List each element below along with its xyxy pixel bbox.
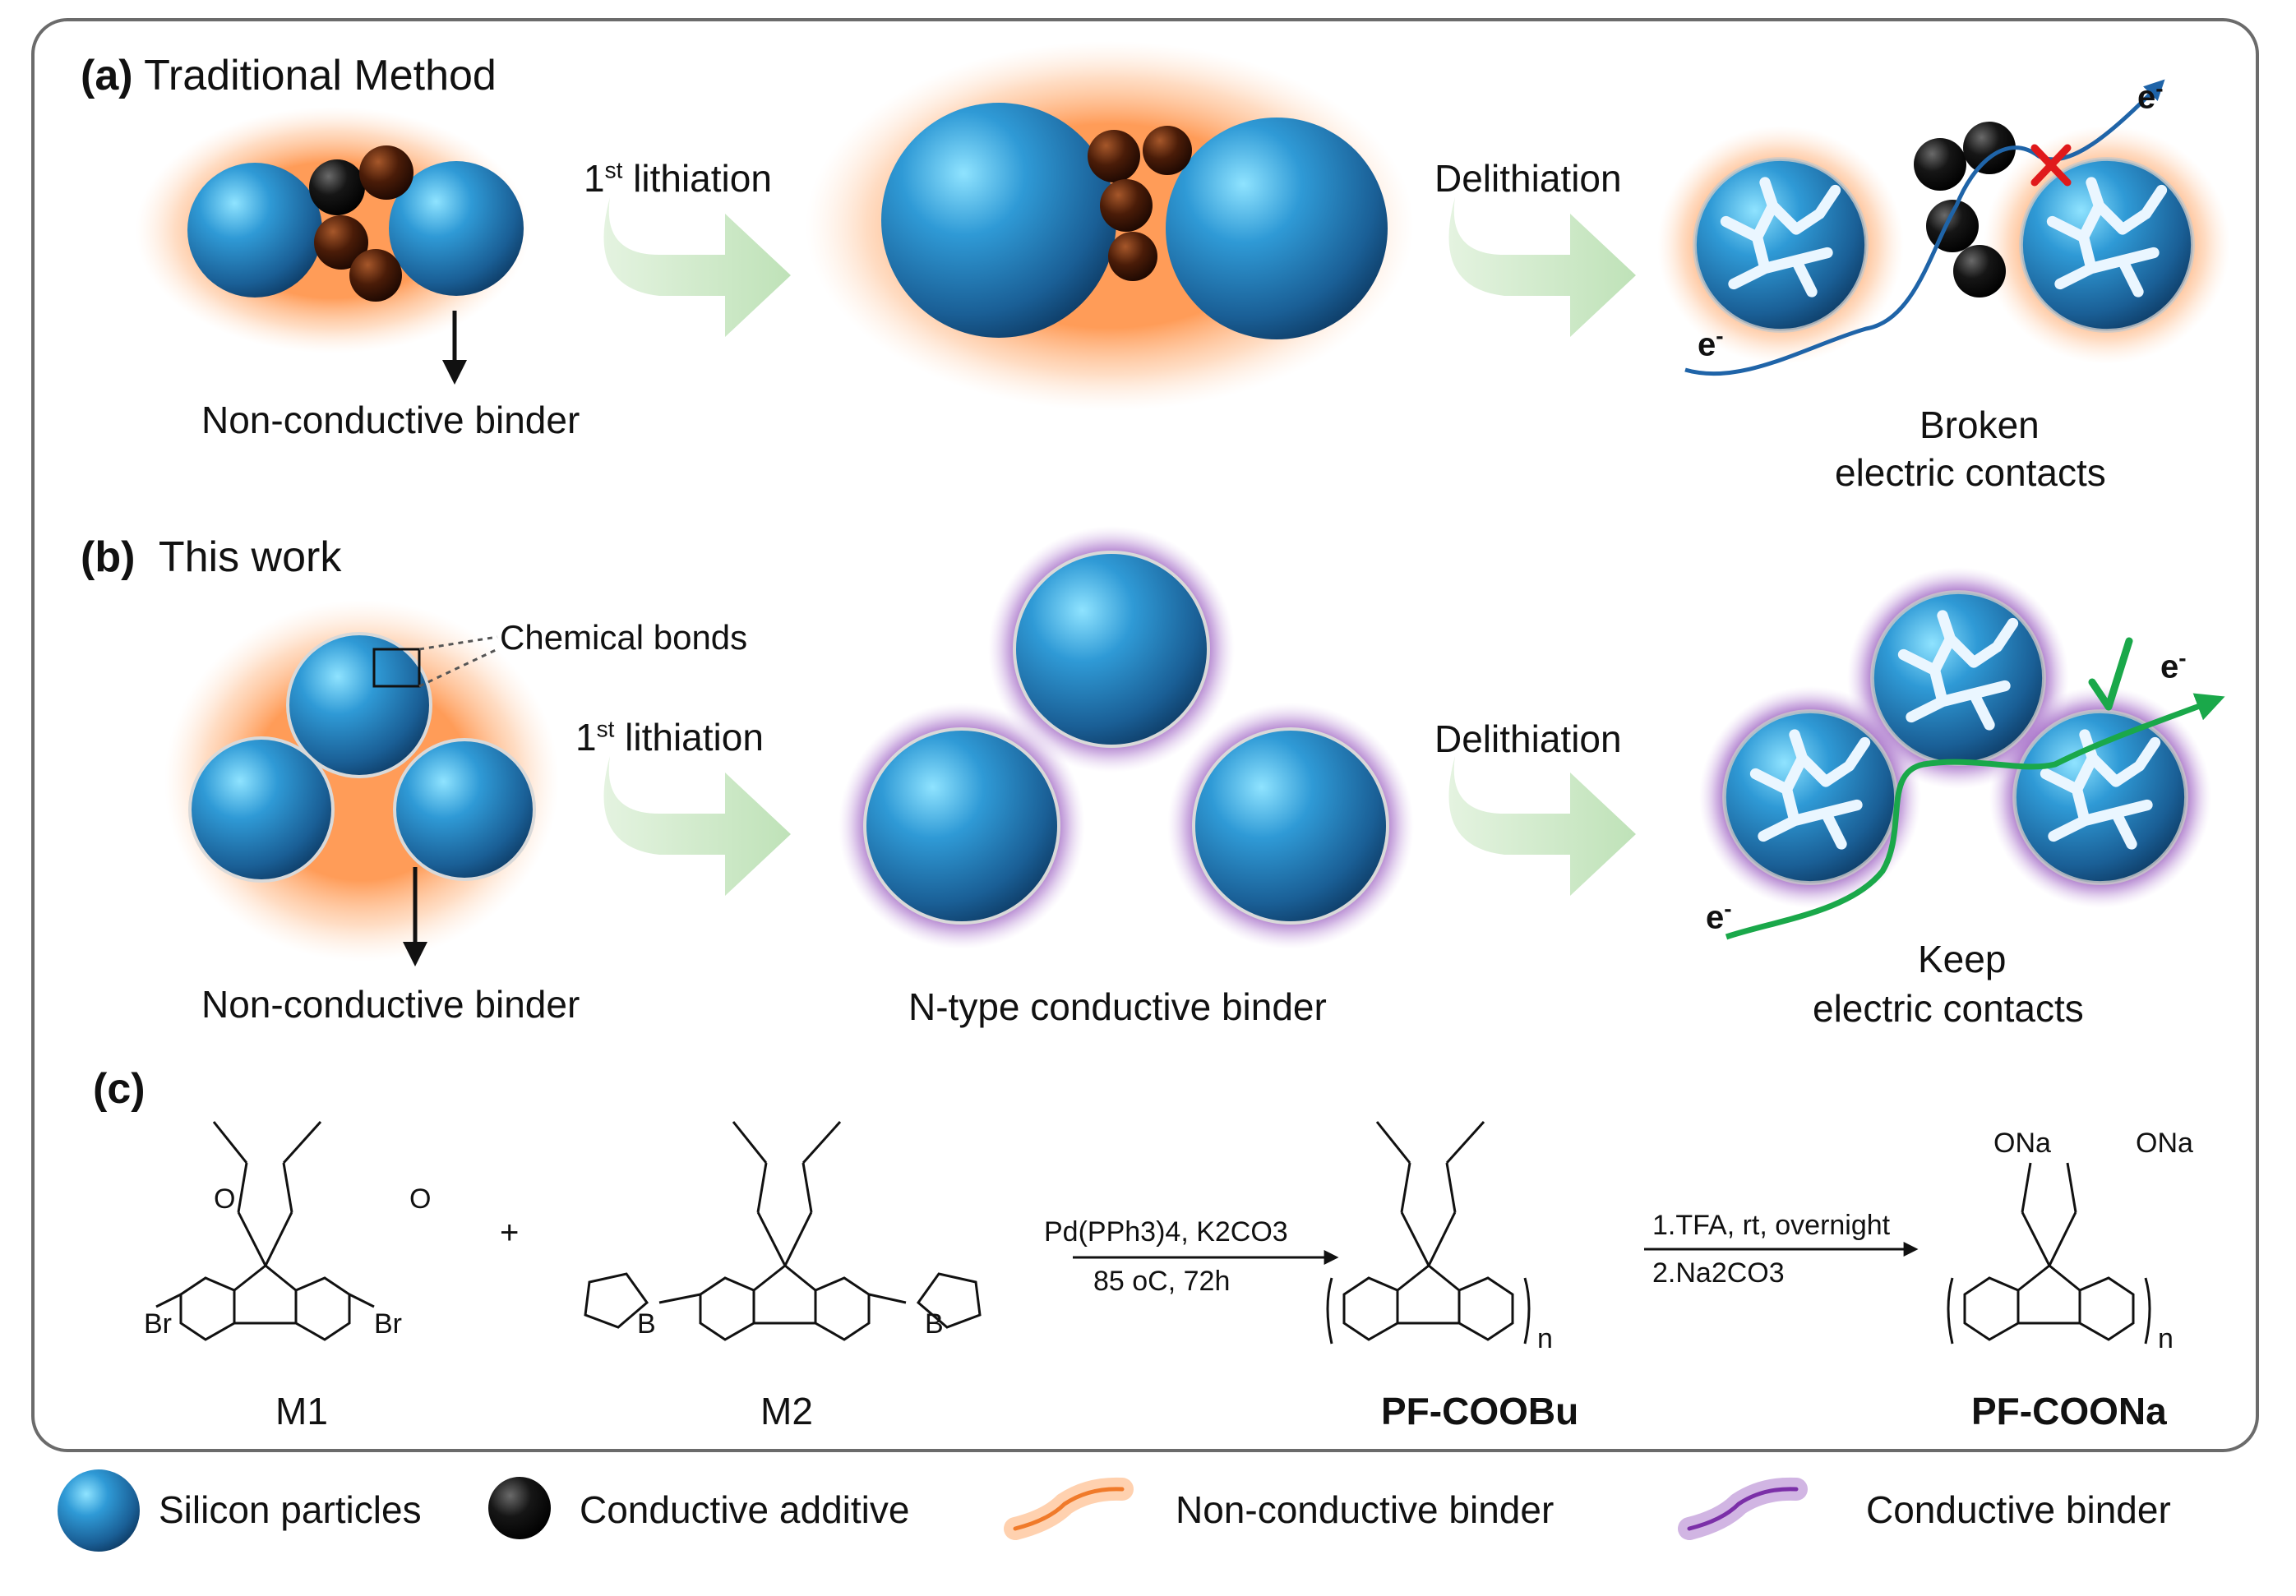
- product2-label: PF-COONa: [1971, 1390, 2167, 1432]
- panel-a-step2: Delithiation: [1434, 157, 1622, 200]
- boron-label: B: [637, 1308, 656, 1340]
- legend-graphics: [58, 1469, 1808, 1552]
- legend-nonconductive-swatch: [1013, 1487, 1125, 1531]
- ona-label: ONa: [1993, 1128, 2051, 1159]
- electron-label: e-: [2137, 76, 2164, 116]
- cross-mark: [2030, 144, 2072, 187]
- plus-sign: +: [500, 1215, 520, 1251]
- step1-sup: st: [604, 157, 623, 183]
- m2-label: M2: [760, 1390, 813, 1432]
- legend-additive-swatch: [488, 1477, 551, 1539]
- legend-additive-label: Conductive additive: [580, 1488, 910, 1531]
- silicon-particle: [187, 163, 322, 298]
- legend-conductive-swatch: [1687, 1487, 1799, 1531]
- panel-a-letter: (a): [81, 52, 133, 99]
- n-subscript: n: [2158, 1323, 2174, 1354]
- panel-a-graphics: [136, 41, 2230, 411]
- panel-b-step2: Delithiation: [1434, 717, 1622, 760]
- panel-b-heading: (b) This work: [81, 533, 341, 582]
- n-subscript: n: [1537, 1323, 1553, 1354]
- panel-b-result-line2: electric contacts: [1813, 987, 2084, 1030]
- process-arrow: [603, 197, 791, 337]
- silicon-particle: [389, 161, 524, 296]
- electron-path: [1684, 79, 2165, 376]
- br-right-label: Br: [374, 1308, 402, 1340]
- panel-b-title: This work: [158, 533, 342, 581]
- step1-number: 1: [584, 157, 605, 200]
- reaction1-conditions-2: 85 oC, 72h: [1093, 1266, 1231, 1297]
- ester-o-label: O: [409, 1183, 432, 1215]
- panel-a-step1: 1st lithiation: [584, 156, 772, 201]
- panel-b-result-line1: Keep: [1918, 938, 2007, 980]
- legend-conductive-label: Conductive binder: [1866, 1488, 2171, 1531]
- panel-c-structures: [155, 1120, 2151, 1345]
- panel-b-letter: (b): [81, 533, 136, 581]
- panel-a-result-line1: Broken: [1919, 404, 2040, 446]
- panel-b-graphics: [164, 526, 2225, 966]
- figure-frame: [31, 18, 2259, 1452]
- electron-label: e-: [1706, 896, 1732, 936]
- legend-silicon-label: Silicon particles: [159, 1488, 422, 1531]
- legend-silicon-swatch: [58, 1469, 140, 1552]
- chemical-bonds-label: Chemical bonds: [500, 618, 748, 657]
- boron-label: B: [925, 1308, 944, 1340]
- legend-nonconductive-label: Non-conductive binder: [1176, 1488, 1555, 1531]
- panel-a-heading: (a) Traditional Method: [81, 51, 497, 100]
- reaction2-conditions-2: 2.Na2CO3: [1652, 1257, 1785, 1289]
- electron-label: e-: [2160, 645, 2187, 685]
- reaction1-conditions: Pd(PPh3)4, K2CO3: [1044, 1216, 1288, 1248]
- electron-label: e-: [1698, 323, 1724, 363]
- panel-b-mid-label: N-type conductive binder: [908, 985, 1327, 1028]
- m1-label: M1: [275, 1390, 328, 1432]
- ona-label: ONa: [2136, 1128, 2193, 1159]
- electron-path: [1725, 693, 2225, 940]
- panel-c-letter: (c): [93, 1065, 146, 1113]
- ester-o-label: O: [214, 1183, 236, 1215]
- panel-a-title: Traditional Method: [144, 52, 497, 99]
- reaction2-conditions: 1.TFA, rt, overnight: [1652, 1210, 1891, 1241]
- panel-b-binder-label: Non-conductive binder: [201, 983, 580, 1026]
- panel-a-result-line2: electric contacts: [1835, 451, 2106, 494]
- check-mark: [2088, 637, 2133, 711]
- panel-b-step1: 1st lithiation: [575, 716, 764, 759]
- panel-c-heading: (c): [93, 1064, 146, 1114]
- panel-a-binder-label: Non-conductive binder: [201, 399, 580, 441]
- step1-rest: lithiation: [622, 157, 772, 200]
- br-left-label: Br: [144, 1308, 172, 1340]
- product1-label: PF-COOBu: [1381, 1390, 1579, 1432]
